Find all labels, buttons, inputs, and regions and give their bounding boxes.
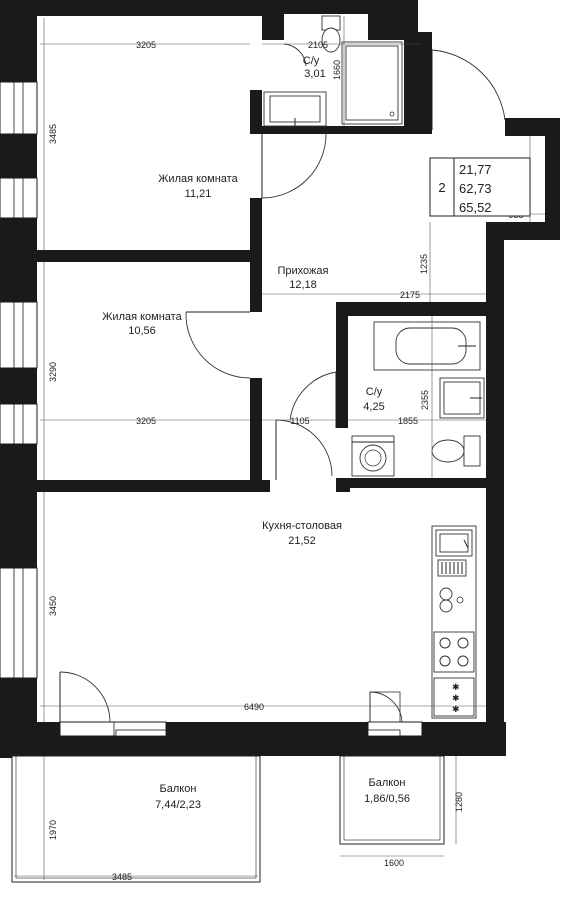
room-balcony2-name: Балкон [369,777,406,789]
bath2-wall-left [336,302,348,428]
room-bath1-name: С/у [303,55,320,67]
washing-machine-icon [351,435,395,477]
svg-text:✱: ✱ [452,704,460,714]
balcony1-wall [0,752,60,758]
room-bath1-area: 3,01 [304,68,325,80]
outer-wall-top [0,0,262,16]
dim-3450: 3450 [48,596,58,616]
stove-icon [433,631,475,673]
window-living2-a [0,301,38,369]
summary-total-with-balcony: 65,52 [459,200,492,215]
kitchen-door-swing [275,419,333,477]
kitchen-floor [37,492,486,722]
bath1-door-swing [283,43,307,67]
room-living1-area: 11,21 [185,188,212,200]
summary-box [429,157,531,217]
wall-living2-right-bottom [250,378,262,492]
bath2-toilet-icon [431,435,481,467]
bath1-wall-notch [262,14,284,44]
kitchen-washer-icon [439,587,464,613]
outer-wall-right-upper [545,118,560,230]
summary-rooms-count: 2 [438,180,445,195]
dim-3205-top: 3205 [136,40,156,50]
room-balcony1-area: 7,44/2,23 [155,799,201,811]
dim-1235: 1235 [419,254,429,274]
area-summary: 2 21,77 62,73 65,52 [429,157,531,217]
room-labels: Жилая комната 11,21 С/у 3,01 Прихожая 12… [102,55,410,811]
dim-6490: 6490 [244,702,264,712]
doors [59,43,506,723]
shower-icon [341,41,403,125]
dim-2355: 2355 [420,390,430,410]
room-hall-name: Прихожая [278,265,329,277]
bath2-sink-icon [439,377,485,419]
summary-living-area: 21,77 [459,162,492,177]
dim-3485-bottom: 3485 [112,872,132,882]
living1-floor [37,16,250,250]
dim-1970: 1970 [48,820,58,840]
balcony2-door-swing [369,691,403,723]
room-living1-name: Жилая комната [158,173,238,185]
bath1-wall-bottom [240,126,432,134]
window-living1-b [0,177,38,219]
bath2-wall-inner [336,478,504,488]
wall-living2-kitchen [0,480,270,492]
wall-living2-right-top [250,262,262,312]
living1-door-swing [261,133,327,199]
fridge-icon: ✱ ✱ ✱ [433,677,475,717]
living2-floor [37,262,250,480]
dishwasher-icon [437,559,467,577]
balcony1-outline [11,755,261,883]
bath2-door-swing [289,371,337,421]
outer-wall-step [486,222,560,240]
dim-2175: 2175 [400,290,420,300]
room-hall-area: 12,18 [289,279,317,291]
balcony2-outline [339,755,445,845]
bathtub-icon [373,321,481,371]
entrance-door-swing [431,49,506,121]
room-bath2-area: 4,25 [363,401,384,413]
window-kitchen [0,567,38,679]
kitchen-counter: ✱ ✱ ✱ [431,525,477,719]
balcony1-door-swing [59,671,111,723]
room-living2-area: 10,56 [128,325,156,337]
sink-icon [263,91,327,128]
dim-3205-mid: 3205 [136,416,156,426]
bath1-wall-right [404,32,432,130]
dim-1600: 1600 [384,858,404,868]
room-living2-name: Жилая комната [102,311,182,323]
room-balcony1-name: Балкон [160,783,197,795]
living2-door-swing [185,311,251,379]
window-living1-a [0,81,38,135]
bath1-wall-left [250,90,262,134]
dim-2105: 2105 [308,40,328,50]
svg-text:✱: ✱ [452,682,460,692]
balconies [11,755,445,883]
room-kitchen-name: Кухня-столовая [262,520,342,532]
dim-1855: 1855 [398,416,418,426]
summary-total-area: 62,73 [459,181,492,196]
dim-3485-left: 3485 [48,124,58,144]
windows [0,81,423,737]
wall-living1-right [250,198,262,262]
wall-living1-living2 [0,250,262,262]
kitchen-sink-icon [435,529,473,557]
dim-3290: 3290 [48,362,58,382]
room-bath2-name: С/у [366,386,383,398]
dim-1280: 1280 [454,792,464,812]
fixtures: ✱ ✱ ✱ [263,15,485,719]
corridor-strip [350,488,486,514]
room-balcony2-area: 1,86/0,56 [364,793,410,805]
dim-1105: 1105 [290,416,309,426]
dim-1660: 1660 [332,60,342,80]
room-kitchen-area: 21,52 [288,535,316,547]
toilet-icon [321,15,341,53]
svg-text:✱: ✱ [452,693,460,703]
bath2-wall-top [336,302,504,316]
window-living2-b [0,403,38,445]
